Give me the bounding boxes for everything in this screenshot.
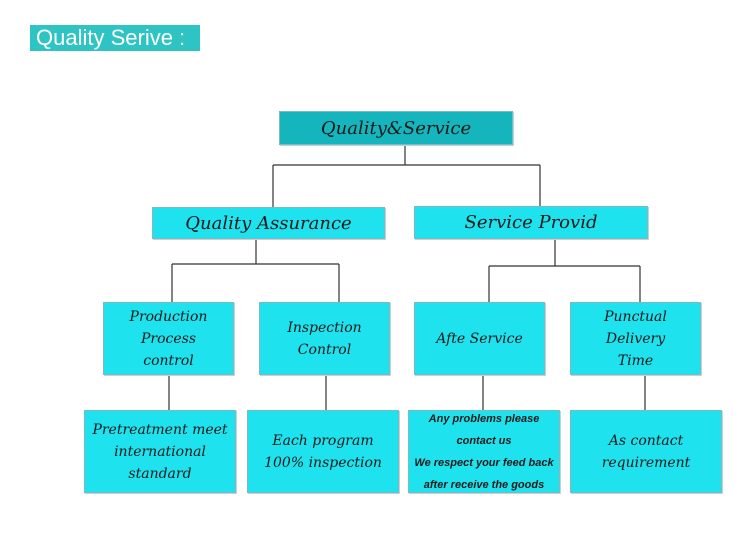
pretreatment-box: Pretreatment meet international standard	[84, 410, 236, 493]
production-process-box: Production Process control	[103, 302, 234, 375]
service-provid-box: Service Provid	[414, 206, 648, 239]
quality-service-label: Quality&Service	[320, 117, 472, 139]
inspection-line-1: Inspection	[287, 319, 362, 336]
punctual-line-3: Time	[617, 352, 654, 369]
pretreatment-line-1: Pretreatment meet	[92, 421, 228, 438]
each-program-box: Each program 100% inspection	[247, 410, 399, 493]
punctual-line-1: Punctual	[604, 308, 667, 325]
each-program-line-1: Each program	[272, 432, 374, 449]
any-problems-line-4: after receive the goods	[423, 478, 545, 491]
after-service-box: Afte Service	[414, 302, 545, 375]
pretreatment-line-3: standard	[128, 465, 192, 482]
any-problems-line-3: We respect your feed back	[414, 456, 554, 469]
each-program-line-2: 100% inspection	[264, 454, 382, 471]
detail-connectors	[168, 375, 646, 410]
as-contact-box: As contact requirement	[570, 410, 722, 493]
root-connector	[272, 145, 541, 207]
punctual-line-2: Delivery	[605, 330, 666, 347]
any-problems-box: Any problems please contact us We respec…	[408, 410, 560, 493]
after-service-label: Afte Service	[436, 330, 523, 347]
page-title: Quality Serive :	[30, 25, 200, 51]
as-contact-line-2: requirement	[601, 454, 691, 471]
inspection-control-box: Inspection Control	[259, 302, 390, 375]
as-contact-line-1: As contact	[608, 432, 684, 449]
inspection-line-2: Control	[297, 341, 352, 358]
pretreatment-line-2: international	[114, 443, 206, 460]
sp-connector	[488, 239, 641, 302]
quality-assurance-box: Quality Assurance	[152, 207, 385, 239]
service-provid-label: Service Provid	[464, 212, 598, 233]
production-line-2: Process	[140, 330, 197, 347]
punctual-delivery-box: Punctual Delivery Time	[570, 302, 701, 375]
quality-assurance-label: Quality Assurance	[185, 212, 352, 234]
quality-service-box: Quality&Service	[279, 111, 513, 145]
production-line-3: control	[143, 352, 194, 369]
any-problems-line-1: Any problems please	[428, 412, 540, 425]
any-problems-line-2: contact us	[456, 434, 512, 447]
production-line-1: Production	[129, 308, 208, 325]
qa-connector	[171, 239, 340, 302]
